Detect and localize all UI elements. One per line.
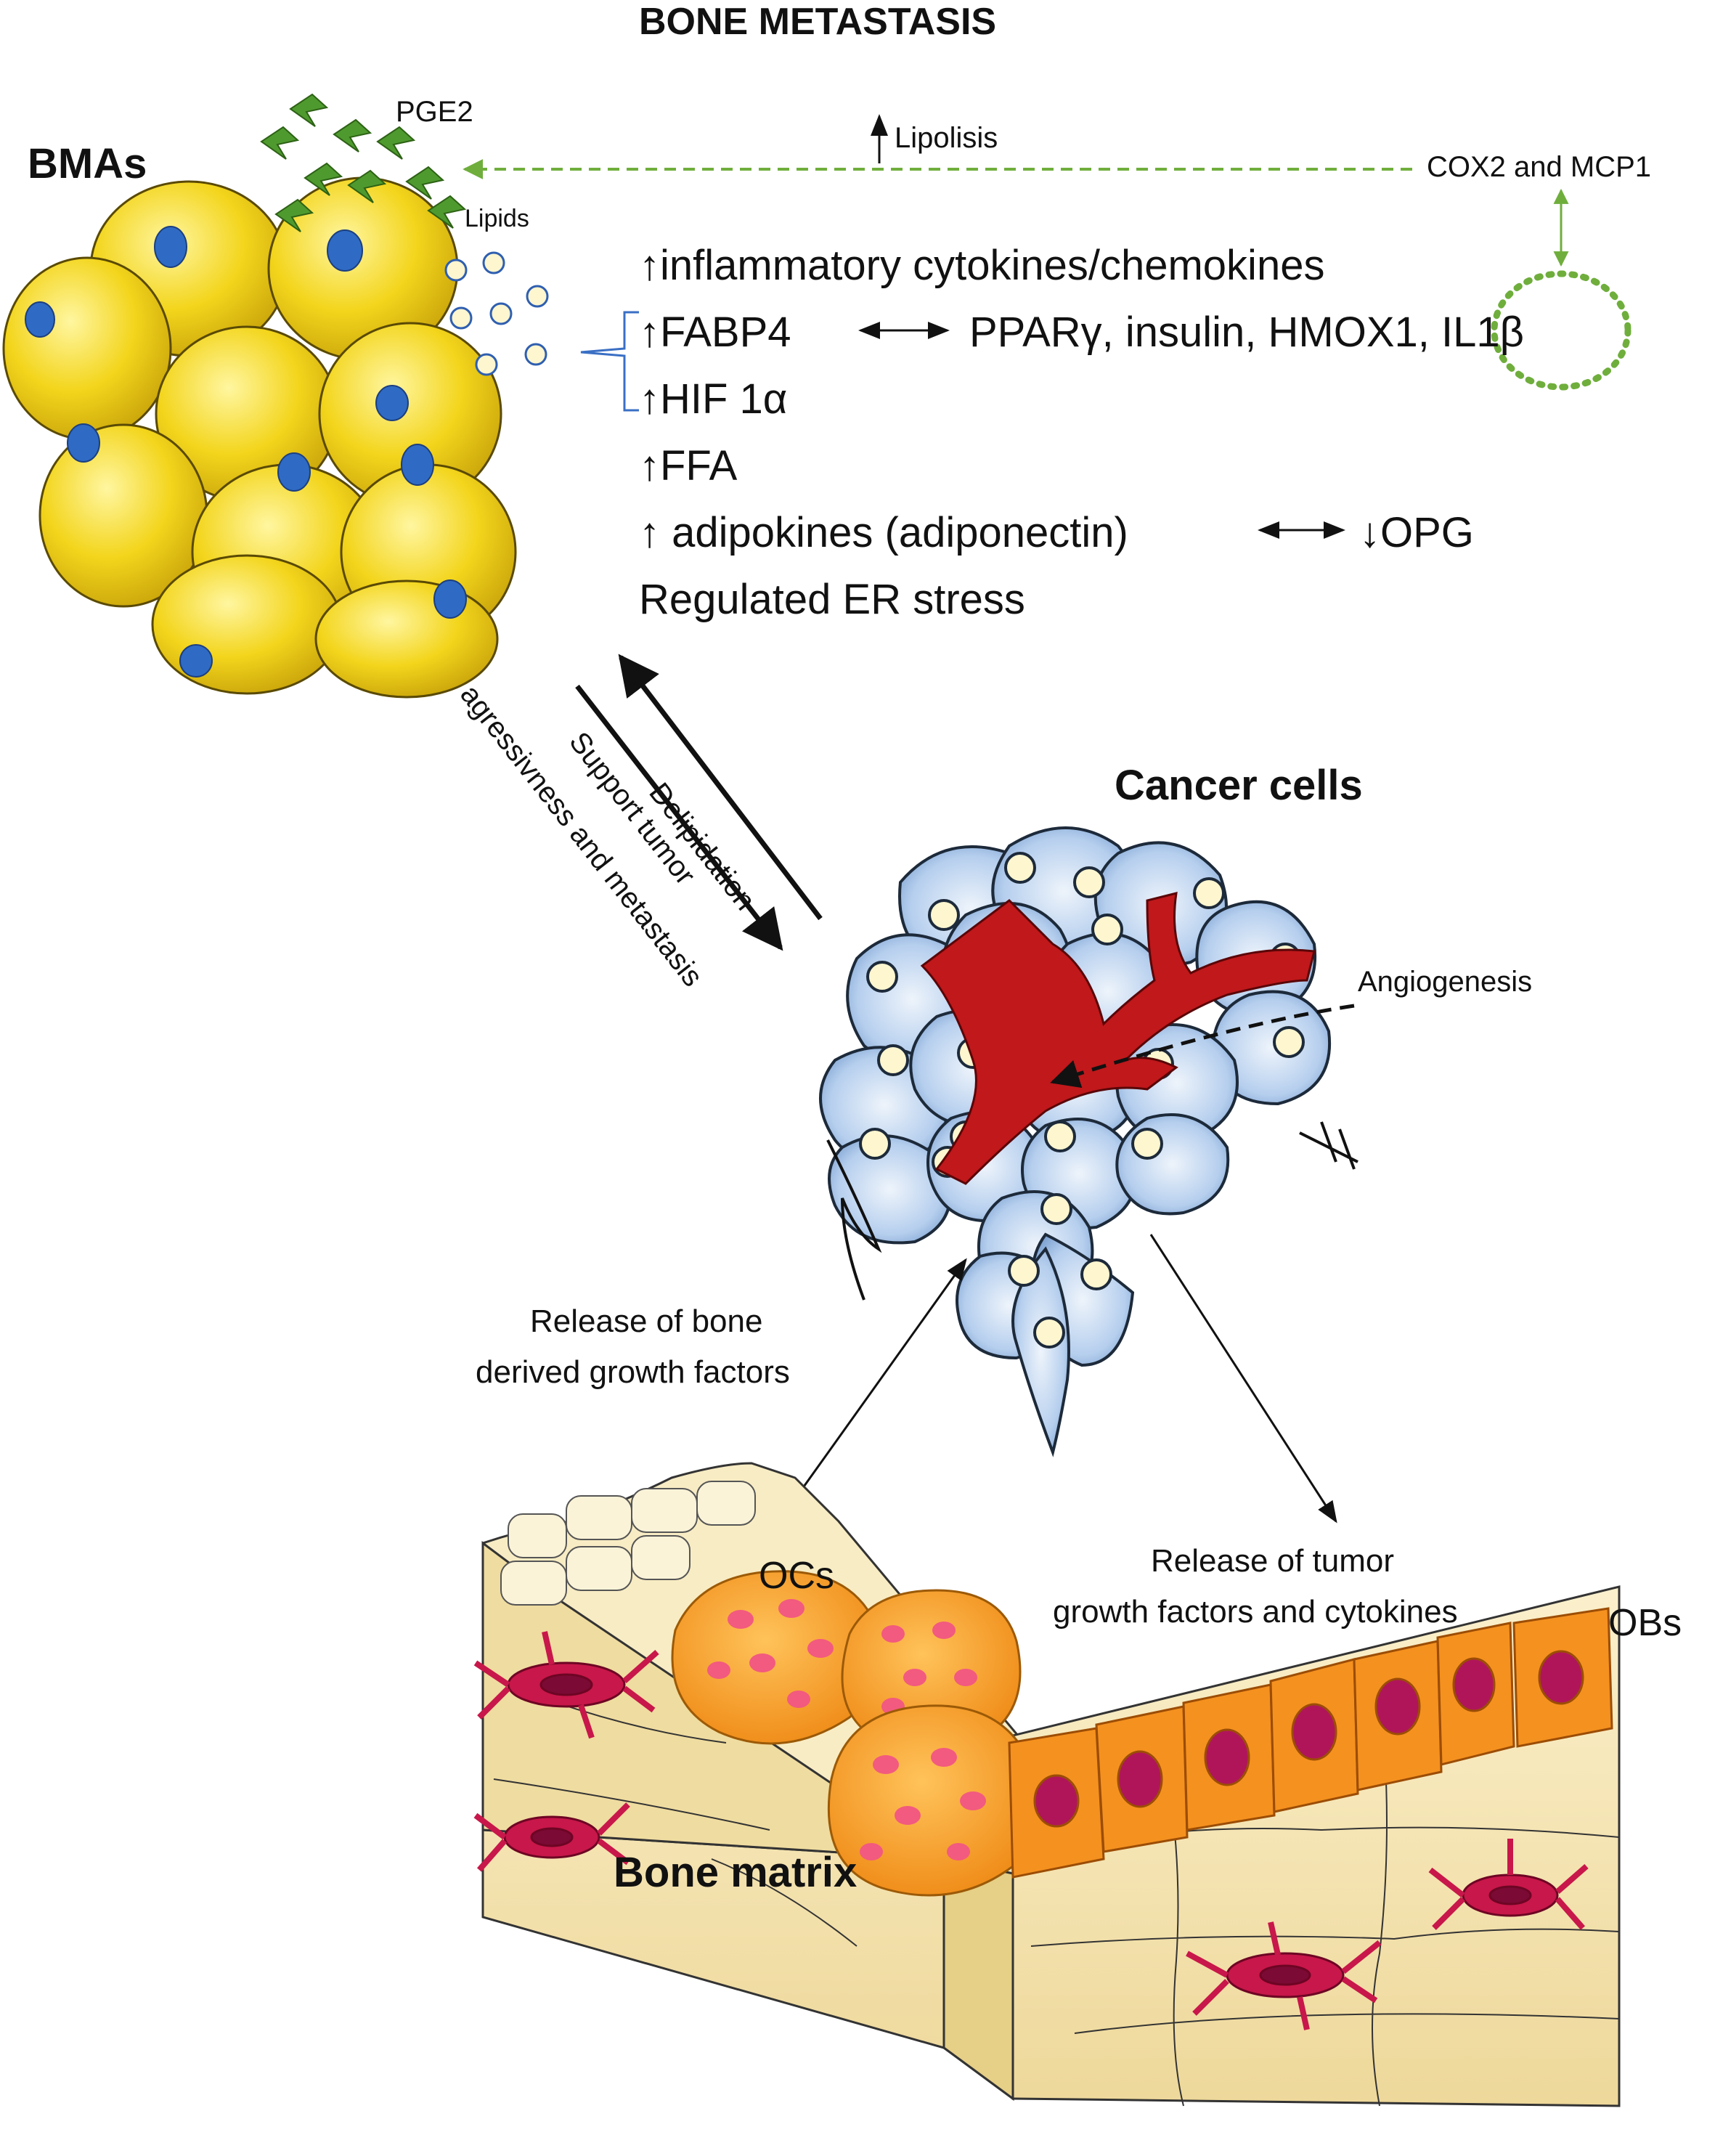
il1b-highlight-circle: [1491, 270, 1632, 391]
effect-er-stress: Regulated ER stress: [639, 576, 1025, 623]
bmas-label: BMAs: [28, 140, 147, 187]
adipocyte-nuclei: [25, 226, 467, 678]
lipids-label: Lipids: [465, 205, 529, 232]
angiogenesis-label: Angiogenesis: [1358, 966, 1533, 998]
tumor-factors-arrow: [1149, 1234, 1337, 1524]
bone-matrix-label: Bone matrix: [614, 1849, 858, 1896]
osteocyte: [473, 1631, 659, 1739]
adipocyte-cluster: [2, 176, 517, 699]
release-bone-label-line1: Release of bone: [530, 1303, 763, 1339]
adipocyte: [314, 579, 499, 699]
osteoclast: [827, 1704, 1037, 1897]
release-tumor-label-line2: growth factors and cytokines: [1053, 1594, 1458, 1630]
release-bone-label-line2: derived growth factors: [476, 1354, 790, 1390]
delipidation-arrow: [618, 654, 823, 921]
osteoclasts: [671, 1570, 1037, 1897]
bone-factors-arrow: [783, 1258, 967, 1515]
osteoclast: [671, 1570, 880, 1745]
osteoblast: [1008, 1727, 1105, 1879]
cancer-cells-label: Cancer cells: [1115, 762, 1363, 809]
effect-hif1a: ↑HIF 1α: [639, 375, 788, 423]
osteoblast: [1436, 1622, 1515, 1766]
lipid-droplets: [444, 251, 549, 376]
obs-label: OBs: [1608, 1602, 1682, 1644]
lipids-bracket: [580, 311, 639, 412]
effect-inflammatory: ↑inflammatory cytokines/chemokines: [639, 242, 1325, 289]
pge2-label: PGE2: [396, 96, 473, 128]
osteoclast: [841, 1589, 1022, 1752]
osteocyte: [1186, 1921, 1382, 2030]
lipolisis-label: Lipolisis: [895, 122, 998, 154]
blood-vessel: [920, 892, 1316, 1185]
support-arrow: [575, 684, 783, 951]
osteoblast: [1512, 1607, 1613, 1748]
adipocyte: [151, 554, 343, 695]
osteoblast: [1182, 1683, 1276, 1831]
effect-ffa: ↑FFA: [639, 442, 738, 489]
osteoblast: [1269, 1658, 1359, 1813]
cluster-fiber-mark: [826, 1139, 882, 1301]
osteoblast: [1353, 1640, 1443, 1791]
ocs-label: OCs: [759, 1555, 834, 1597]
cluster-hatch-mark: [1299, 1121, 1358, 1170]
osteoblasts: [1008, 1607, 1613, 1879]
osteocyte: [473, 1802, 630, 1872]
cox2-mcp1-label: COX2 and MCP1: [1427, 151, 1652, 183]
adipocyte: [2, 256, 172, 441]
effect-opg: ↓OPG: [1359, 509, 1474, 556]
angiogenesis-arrow: [1050, 1004, 1355, 1089]
effect-fabp4: ↑FABP4: [639, 309, 791, 356]
diagram-title: BONE METASTASIS: [639, 1, 997, 43]
pge2-molecules: [260, 93, 467, 232]
release-tumor-label-line1: Release of tumor: [1151, 1543, 1395, 1579]
effect-adipokines: ↑ adipokines (adiponectin): [639, 509, 1128, 556]
osteocytes: [473, 1631, 1589, 2030]
osteoblast: [1095, 1705, 1189, 1853]
osteocyte: [1428, 1839, 1589, 1930]
effect-fabp4-partners: PPARγ, insulin, HMOX1, IL1β: [969, 309, 1524, 356]
